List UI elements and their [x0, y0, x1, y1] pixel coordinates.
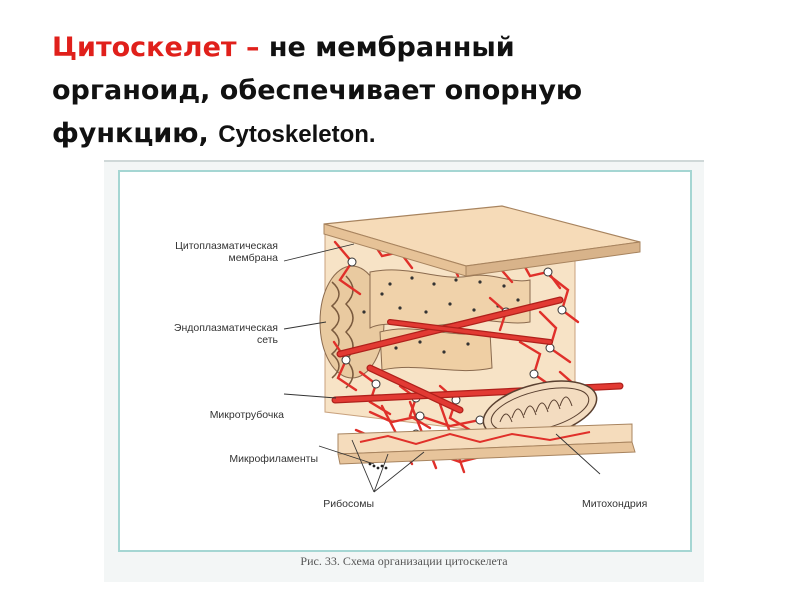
label-endoplasmic-reticulum: Эндоплазматическая сеть [174, 322, 278, 346]
label-cytoplasmic-membrane-line2: мембрана [175, 252, 278, 264]
label-er-line2: сеть [174, 334, 278, 346]
label-microfilaments: Микрофиламенты [229, 453, 318, 465]
label-cytoplasmic-membrane-line1: Цитоплазматическая [175, 240, 278, 252]
title-accent: Цитоскелет – [52, 32, 269, 63]
label-microtubule: Микротрубочка [210, 409, 284, 421]
bottom-membrane-plate [338, 424, 635, 469]
title-latin: Cytoskeleton. [218, 121, 375, 148]
figure-panel: Цитоплазматическая мембрана Эндоплазмати… [118, 170, 692, 552]
label-mitochondrion: Митохондрия [582, 498, 647, 510]
title-line2: органоид, обеспечивает опорную [52, 75, 582, 106]
figure-caption: Рис. 33. Схема организации цитоскелета [104, 554, 704, 569]
title-line1: не мембранный [269, 32, 515, 63]
cytoskeleton-diagram [120, 172, 690, 550]
label-cytoplasmic-membrane: Цитоплазматическая мембрана [175, 240, 278, 264]
slide-title: Цитоскелет – не мембранный органоид, обес… [52, 26, 772, 156]
figure-frame: Цитоплазматическая мембрана Эндоплазмати… [104, 160, 704, 582]
label-er-line1: Эндоплазматическая [174, 322, 278, 334]
title-line3: функцию, [52, 118, 218, 149]
label-ribosomes: Рибосомы [323, 498, 374, 510]
